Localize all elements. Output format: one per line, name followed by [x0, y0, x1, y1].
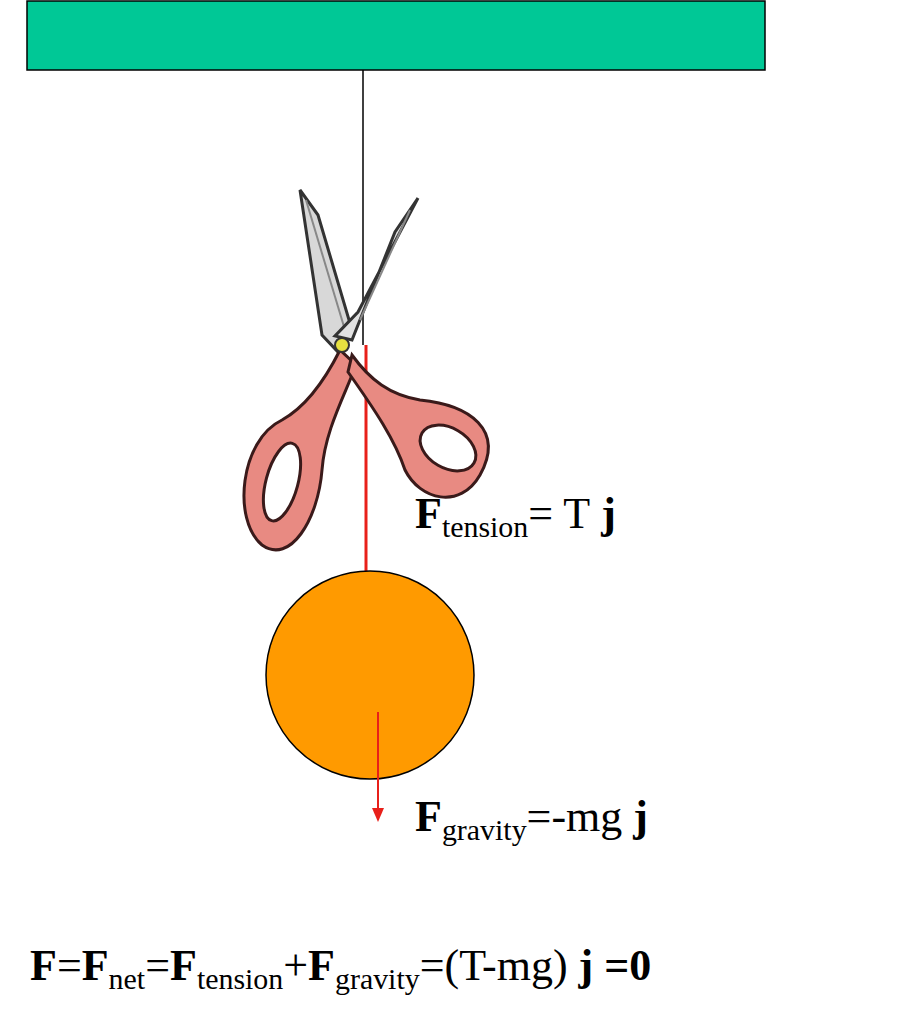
subscript-text: tension [197, 962, 283, 995]
gravity-vector [377, 712, 379, 812]
equation-text: j [633, 792, 648, 841]
gravity-force-label: Fgravity=-mgj [415, 793, 648, 847]
equation-text: F [82, 941, 109, 990]
subscript-text: gravity [335, 962, 420, 995]
equation-text: F [30, 941, 57, 990]
scissors-clipart [244, 190, 488, 550]
tension-force-label: Ftension= Tj [415, 490, 616, 544]
equation-text: =0 [604, 941, 651, 990]
equation-text: F [308, 941, 335, 990]
subscript-text: gravity [442, 813, 527, 846]
equation-text: + [283, 941, 308, 990]
equation-text: F [415, 489, 442, 538]
equation-text: =(T-mg) [420, 941, 568, 990]
equation-text: = T [528, 489, 590, 538]
equation-text: j [601, 489, 616, 538]
ceiling-bar [27, 1, 765, 70]
equation-text: F [170, 941, 197, 990]
ball [266, 571, 474, 779]
equation-text: F [415, 792, 442, 841]
gravity-arrowhead [372, 808, 384, 822]
equation-text: = [57, 941, 82, 990]
subscript-text: tension [442, 510, 528, 543]
net-force-equation: F=Fnet=Ftension+Fgravity=(T-mg)j=0 [30, 942, 651, 996]
subscript-text: net [109, 962, 146, 995]
equation-text: = [145, 941, 170, 990]
equation-text: =-mg [527, 792, 623, 841]
equation-text: j [579, 941, 594, 990]
